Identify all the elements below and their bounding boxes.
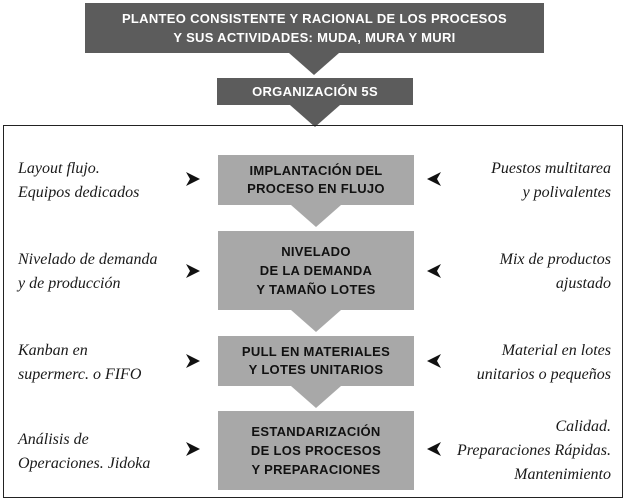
step-4-line-2: DE LOS PROCESOS (250, 443, 382, 458)
top-box-line-1: PLANTEO CONSISTENTE Y RACIONAL DE LOS PR… (121, 11, 508, 26)
org-5s-box: ORGANIZACIÓN 5S (217, 78, 413, 105)
right-arrow-4 (427, 442, 441, 456)
step-2-line-2: DE LA DEMANDA (259, 263, 373, 278)
org-5s-label: ORGANIZACIÓN 5S (252, 84, 378, 99)
step-3-line-2: Y LOTES UNITARIOS (248, 362, 384, 377)
step-4-line-1: ESTANDARIZACIÓN (251, 424, 381, 439)
left-arrow-1 (186, 172, 200, 186)
down-arrow-5 (291, 386, 341, 408)
step-estandarizacion-box: ESTANDARIZACIÓN DE LOS PROCESOS Y PREPAR… (218, 411, 414, 490)
step-3-line-1: PULL EN MATERIALES (241, 344, 391, 359)
top-box-line-2: Y SUS ACTIVIDADES: MUDA, MURA Y MURI (173, 30, 456, 45)
down-arrow-1 (289, 53, 339, 75)
left-arrow-4 (186, 442, 200, 456)
step-2-line-1: NIVELADO (281, 244, 351, 259)
step-flujo-box: IMPLANTACIÓN DEL PROCESO EN FLUJO (218, 155, 414, 205)
step-pull-box: PULL EN MATERIALES Y LOTES UNITARIOS (218, 336, 414, 386)
right-arrow-3 (427, 354, 441, 368)
left-arrow-2 (186, 264, 200, 278)
right-note-4: Calidad.Preparaciones Rápidas.Mantenimie… (456, 418, 611, 483)
step-1-line-2: PROCESO EN FLUJO (247, 181, 385, 196)
down-arrow-2 (290, 105, 340, 127)
down-arrow-4 (291, 310, 341, 332)
step-4-line-3: Y PREPARACIONES (251, 462, 381, 477)
right-arrow-2 (427, 264, 441, 278)
process-frame (3, 125, 623, 498)
step-2-line-3: Y TAMAÑO LOTES (256, 282, 376, 297)
top-box: PLANTEO CONSISTENTE Y RACIONAL DE LOS PR… (85, 3, 544, 53)
step-nivelado-box: NIVELADO DE LA DEMANDA Y TAMAÑO LOTES (218, 231, 414, 310)
step-1-line-1: IMPLANTACIÓN DEL (249, 163, 383, 178)
right-arrow-1 (427, 172, 441, 186)
left-note-1: Layout flujo.Equipos dedicados (18, 160, 140, 201)
left-arrow-3 (186, 354, 200, 368)
down-arrow-3 (291, 205, 341, 227)
